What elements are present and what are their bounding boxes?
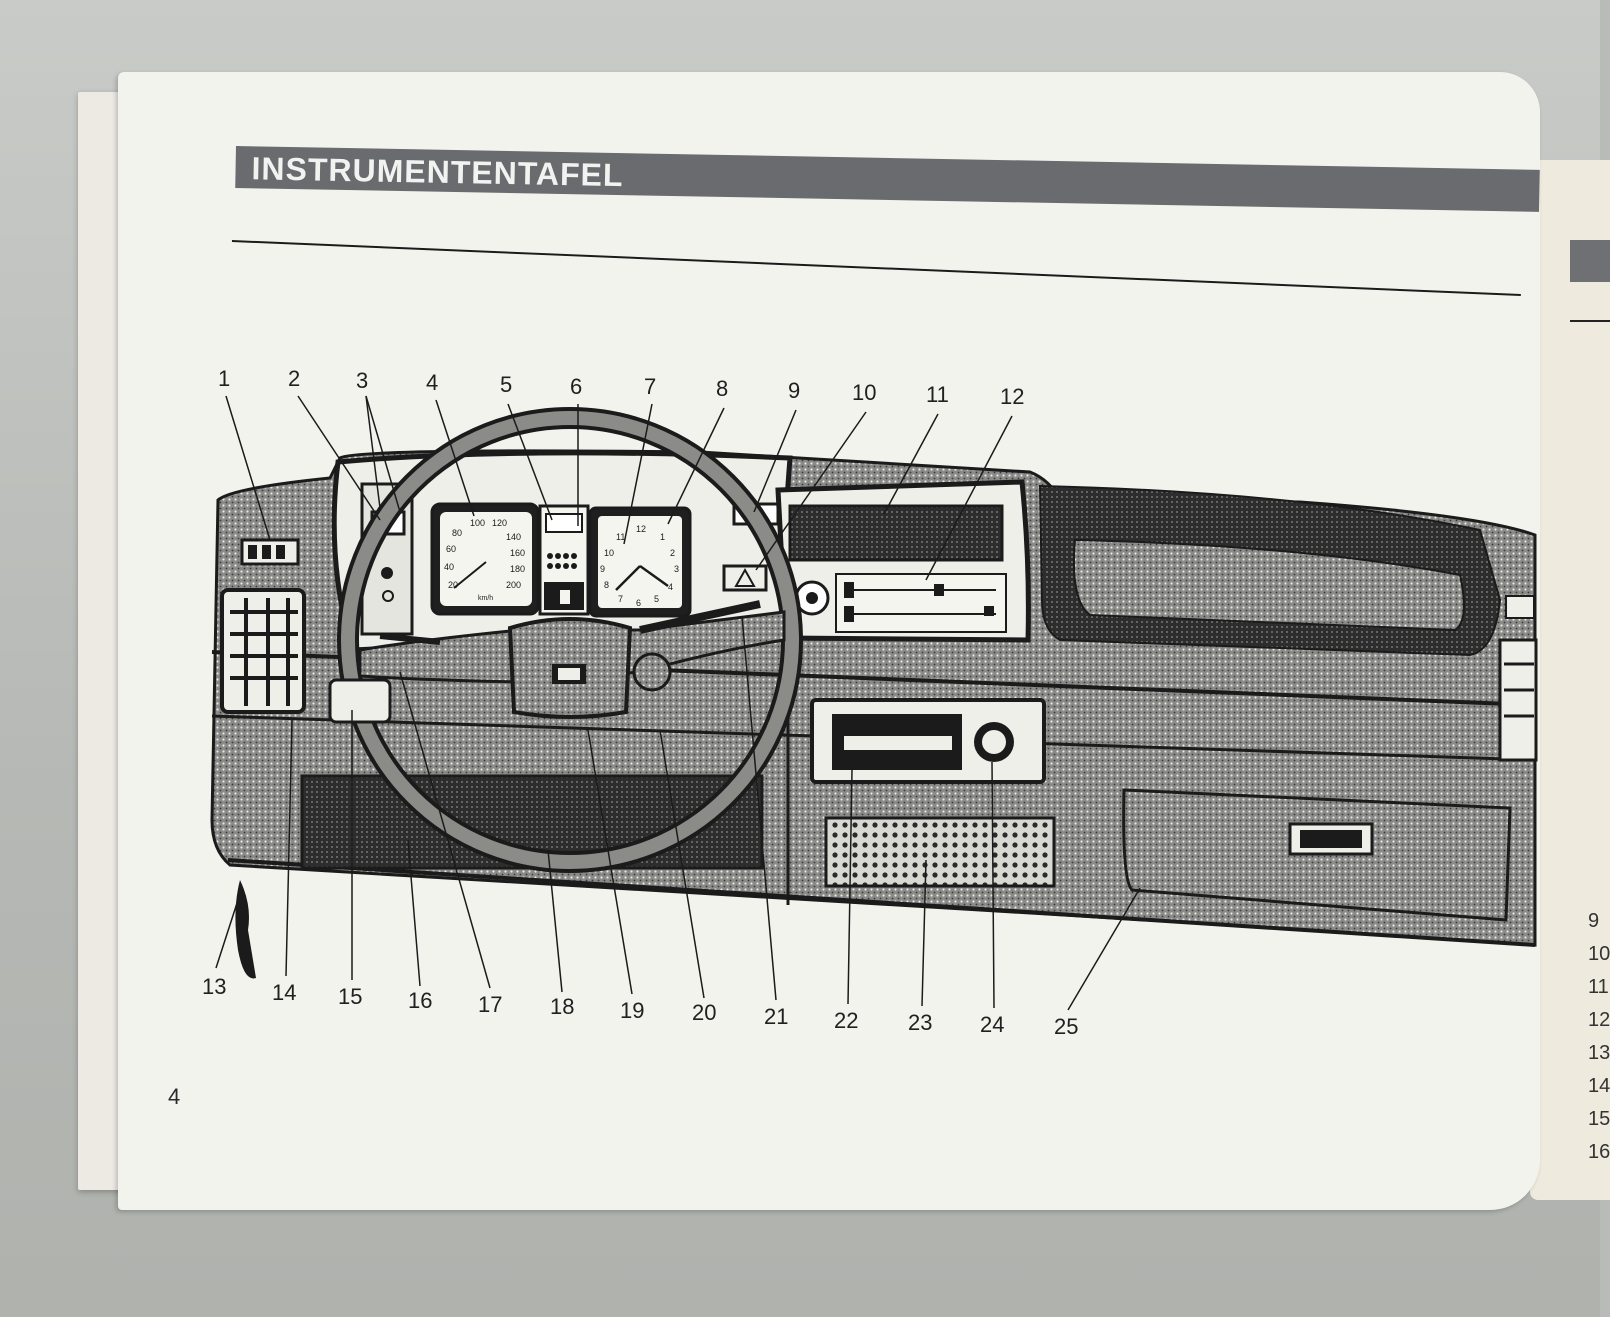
speed-200: 200 bbox=[506, 580, 521, 590]
callout-number: 16 bbox=[408, 988, 432, 1013]
callout-number: 19 bbox=[620, 998, 644, 1023]
callout-number: 4 bbox=[426, 370, 438, 395]
clock-9: 9 bbox=[600, 564, 605, 574]
clock-8: 8 bbox=[604, 580, 609, 590]
speedometer: 20 40 60 80 100 120 140 160 180 200 km/h bbox=[430, 502, 540, 616]
clock: 12 1 2 3 4 5 6 7 8 9 10 11 bbox=[588, 506, 692, 618]
next-page-number: 16 bbox=[1588, 1141, 1610, 1163]
callout-number: 23 bbox=[908, 1010, 932, 1035]
leader-lines-bottom bbox=[215, 615, 1141, 1011]
clock-3: 3 bbox=[674, 564, 679, 574]
callout-number: 15 bbox=[338, 984, 362, 1009]
next-page-number: 13 bbox=[1588, 1042, 1610, 1064]
next-page-rule bbox=[1570, 320, 1610, 322]
clock-12: 12 bbox=[636, 524, 646, 534]
next-page-numbers: 9 10 11 12 13 14 15 16 bbox=[1588, 905, 1610, 1169]
callout-number: 18 bbox=[550, 994, 574, 1019]
light-switch-block bbox=[240, 538, 300, 566]
steering-wheel bbox=[337, 407, 803, 873]
clock-1: 1 bbox=[660, 532, 665, 542]
center-console bbox=[775, 479, 1031, 643]
callout-number: 13 bbox=[202, 974, 226, 999]
clock-10: 10 bbox=[604, 548, 614, 558]
speed-120: 120 bbox=[492, 518, 507, 528]
speed-unit: km/h bbox=[478, 595, 493, 602]
next-page-number: 11 bbox=[1588, 976, 1609, 998]
callout-number: 10 bbox=[852, 380, 876, 405]
next-page-banner-strip bbox=[1570, 240, 1610, 282]
speed-60: 60 bbox=[446, 544, 456, 554]
callout-number: 25 bbox=[1054, 1014, 1078, 1039]
callout-number: 21 bbox=[764, 1004, 788, 1029]
speed-80: 80 bbox=[452, 528, 462, 538]
callout-number: 20 bbox=[692, 1000, 716, 1025]
callout-number: 24 bbox=[980, 1012, 1004, 1037]
callout-number: 1 bbox=[218, 366, 230, 391]
next-page-number: 12 bbox=[1588, 1009, 1610, 1031]
next-page-number: 10 bbox=[1588, 943, 1610, 965]
clock-7: 7 bbox=[618, 594, 623, 604]
callout-number: 22 bbox=[834, 1008, 858, 1033]
callout-number: 3 bbox=[356, 368, 368, 393]
speed-180: 180 bbox=[510, 564, 525, 574]
clock-4: 4 bbox=[668, 582, 673, 592]
callout-number: 11 bbox=[926, 382, 949, 407]
speed-100: 100 bbox=[470, 518, 485, 528]
callout-number: 9 bbox=[788, 378, 800, 403]
warning-lights-panel bbox=[538, 504, 590, 616]
callout-number: 5 bbox=[500, 372, 512, 397]
clock-2: 2 bbox=[670, 548, 675, 558]
clock-6: 6 bbox=[636, 598, 641, 608]
next-page-edge: 9 10 11 12 13 14 15 16 bbox=[1530, 160, 1610, 1200]
callout-number: 2 bbox=[288, 366, 300, 391]
leader-lines-top bbox=[225, 395, 1013, 581]
clock-11: 11 bbox=[616, 532, 625, 542]
speed-20: 20 bbox=[448, 580, 458, 590]
callout-number: 17 bbox=[478, 992, 502, 1017]
callout-number: 14 bbox=[272, 980, 296, 1005]
callout-number: 8 bbox=[716, 376, 728, 401]
speaker-grille bbox=[824, 816, 1056, 888]
speed-40: 40 bbox=[444, 562, 454, 572]
next-page-number: 15 bbox=[1588, 1108, 1610, 1130]
next-page-number: 14 bbox=[1588, 1075, 1610, 1097]
page-number: 4 bbox=[168, 1084, 181, 1109]
callout-numbers-top: 1 2 3 4 5 6 7 8 9 10 11 12 bbox=[218, 366, 1024, 409]
glove-box bbox=[1122, 788, 1512, 922]
callout-number: 7 bbox=[644, 374, 656, 399]
clock-5: 5 bbox=[654, 594, 659, 604]
ashtray-lighter-unit bbox=[810, 698, 1046, 784]
hood-release-lever bbox=[235, 880, 256, 979]
left-air-vent bbox=[220, 588, 306, 714]
next-page-number: 9 bbox=[1588, 910, 1600, 932]
callout-number: 12 bbox=[1000, 384, 1024, 409]
control-stalks bbox=[328, 600, 761, 724]
speed-140: 140 bbox=[506, 532, 521, 542]
speed-160: 160 bbox=[510, 548, 525, 558]
right-air-vent bbox=[1498, 595, 1538, 762]
callout-numbers-bottom: 13 14 15 16 17 18 19 20 21 22 23 24 25 bbox=[202, 974, 1078, 1039]
callout-number: 6 bbox=[570, 374, 582, 399]
